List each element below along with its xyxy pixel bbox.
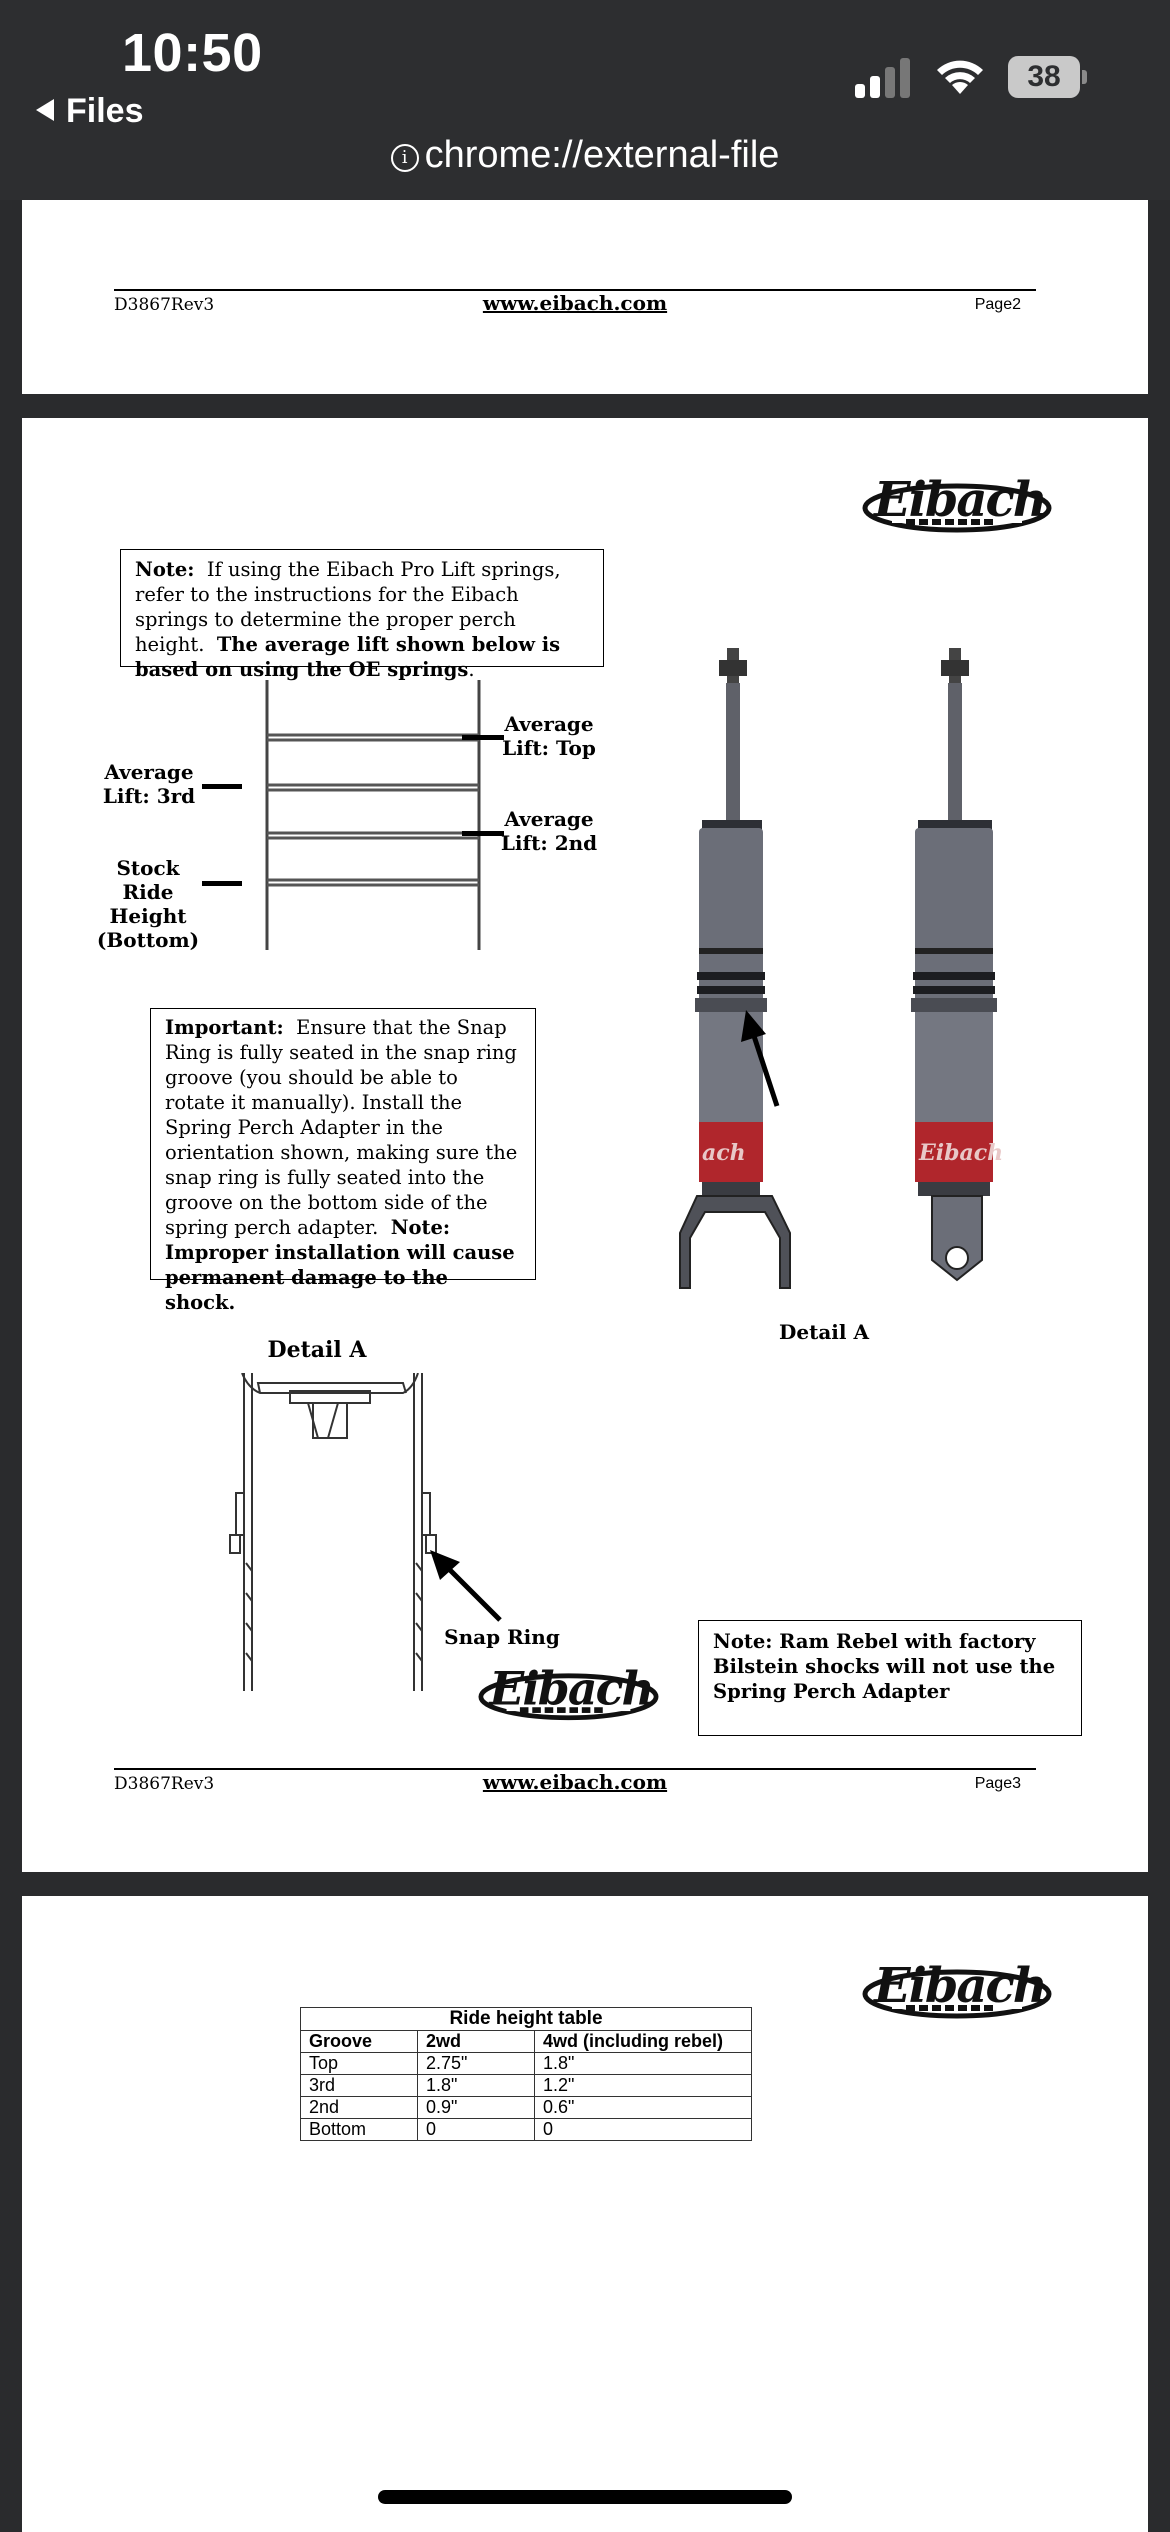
table-cell: 1.8" xyxy=(534,2052,752,2075)
battery-level: 38 xyxy=(1008,56,1080,98)
doc-id: D3867Rev3 xyxy=(114,1774,215,1794)
table-cell: 0.6" xyxy=(534,2096,752,2119)
table-title: Ride height table xyxy=(300,2007,752,2031)
svg-text:Eibach: Eibach xyxy=(872,472,1046,528)
table-cell: 0 xyxy=(534,2118,752,2141)
svg-text:ach: ach xyxy=(702,1140,746,1166)
table-row: 2nd 0.9" 0.6" xyxy=(300,2096,752,2119)
svg-text:Eibach: Eibach xyxy=(487,1661,652,1715)
pdf-page-2: D3867Rev3 www.eibach.com Page2 xyxy=(22,200,1148,394)
clock: 10:50 xyxy=(122,23,263,83)
column-header: Groove xyxy=(300,2030,418,2053)
ride-height-table: Ride height table Groove 2wd 4wd (includ… xyxy=(300,2007,752,2141)
table-cell: 3rd xyxy=(300,2074,418,2097)
table-row: Bottom 0 0 xyxy=(300,2118,752,2141)
back-arrow-icon xyxy=(36,99,54,121)
column-header: 4wd (including rebel) xyxy=(534,2030,752,2053)
table-cell: 0 xyxy=(417,2118,535,2141)
label-avg-lift-3rd: Average Lift: 3rd xyxy=(102,760,196,808)
shock-illustration: ach Eibach xyxy=(679,648,1003,1289)
important-box: Important: Ensure that the Snap Ring is … xyxy=(150,1008,536,1314)
eibach-logo-small: Eibach xyxy=(478,1660,678,1728)
footer-link[interactable]: www.eibach.com xyxy=(482,291,668,315)
pdf-page-4: Eibach Ride height table Groove 2wd 4wd … xyxy=(22,1896,1148,2532)
svg-text:Eibach: Eibach xyxy=(872,1958,1046,2014)
page-number: Page2 xyxy=(974,296,1021,313)
table-cell: 1.2" xyxy=(534,2074,752,2097)
battery-icon: 38 xyxy=(1008,56,1088,98)
table-cell: 2.75" xyxy=(417,2052,535,2075)
label-snap-ring: Snap Ring xyxy=(444,1625,560,1649)
info-icon[interactable]: i xyxy=(390,144,419,172)
detail-a-drawing xyxy=(229,1373,437,1691)
page-footer: D3867Rev3 www.eibach.com Page3 xyxy=(114,1768,1036,1794)
label-avg-lift-2nd: Average Lift: 2nd xyxy=(500,807,598,855)
table-row: Top 2.75" 1.8" xyxy=(300,2052,752,2075)
table-cell: 0.9" xyxy=(417,2096,535,2119)
label-stock-ride-height: Stock Ride Height (Bottom) xyxy=(96,856,200,952)
page-number: Page3 xyxy=(974,1775,1021,1792)
column-header: 2wd xyxy=(417,2030,535,2053)
groove-diagram xyxy=(265,680,481,950)
ram-rebel-note: Note: Ram Rebel with factory Bilstein sh… xyxy=(698,1620,1082,1736)
home-indicator[interactable] xyxy=(378,2490,792,2504)
label-detail-a-arrow: Detail A xyxy=(779,1320,869,1344)
url-text: chrome://external-file xyxy=(424,134,780,176)
table-cell: 1.8" xyxy=(417,2074,535,2097)
pdf-page-3: Eibach Note: If using the Eibach Pro Lif… xyxy=(22,418,1148,1872)
table-cell: Bottom xyxy=(300,2118,418,2141)
detail-a-title: Detail A xyxy=(267,1337,367,1363)
eibach-logo: Eibach xyxy=(862,1956,1072,2026)
eibach-logo: Eibach xyxy=(862,470,1072,540)
page-footer: D3867Rev3 www.eibach.com Page2 xyxy=(114,289,1036,315)
back-label: Files xyxy=(66,92,144,130)
signal-icon xyxy=(855,58,910,98)
svg-text:Eibach: Eibach xyxy=(918,1140,1003,1166)
wifi-icon xyxy=(937,60,983,94)
back-to-files-button[interactable]: Files xyxy=(36,92,143,131)
table-cell: 2nd xyxy=(300,2096,418,2119)
pro-lift-note: Note: If using the Eibach Pro Lift sprin… xyxy=(120,549,604,681)
table-cell: Top xyxy=(300,2052,418,2075)
table-header-row: Groove 2wd 4wd (including rebel) xyxy=(300,2030,752,2053)
snap-ring-arrow xyxy=(430,1550,502,1622)
doc-id: D3867Rev3 xyxy=(114,295,215,315)
table-row: 3rd 1.8" 1.2" xyxy=(300,2074,752,2097)
footer-link[interactable]: www.eibach.com xyxy=(482,1770,668,1794)
label-avg-lift-top: Average Lift: Top xyxy=(502,712,596,760)
